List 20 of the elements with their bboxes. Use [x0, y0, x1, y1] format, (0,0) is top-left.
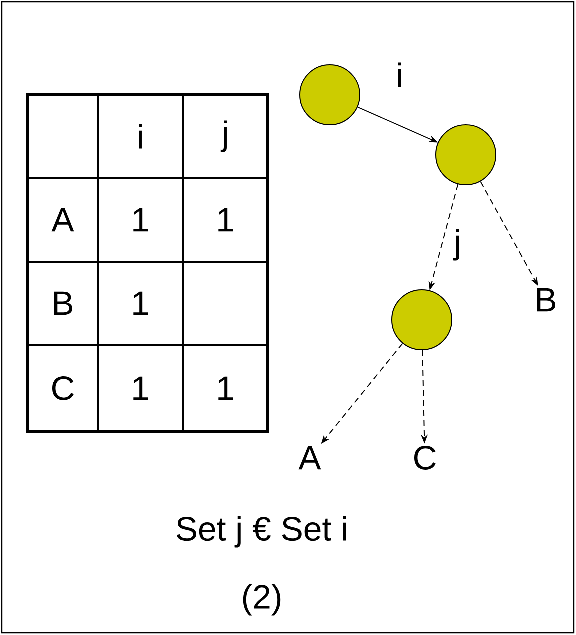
table-cell: j — [220, 120, 227, 152]
caption-text: (2) — [243, 584, 281, 616]
node-label: A — [298, 446, 322, 470]
table-cell: 1 — [134, 292, 148, 316]
table-cell: 1 — [218, 208, 234, 232]
table-cell: 1 — [134, 208, 148, 232]
table-cell: A — [52, 208, 74, 232]
table-cell: i — [139, 124, 142, 149]
table-cell: 1 — [218, 376, 234, 400]
node-label: C — [414, 446, 436, 470]
circle-node — [392, 290, 452, 350]
node-label: B — [537, 288, 556, 312]
table-cell: C — [52, 376, 74, 400]
circle-node — [300, 64, 360, 126]
edge-label: j — [453, 228, 463, 262]
caption-text: Set j € Set i — [176, 516, 346, 548]
table-cell: B — [54, 292, 73, 316]
circle-node — [436, 124, 496, 186]
table-cell: 1 — [134, 376, 148, 400]
edge-label: i — [395, 62, 405, 88]
